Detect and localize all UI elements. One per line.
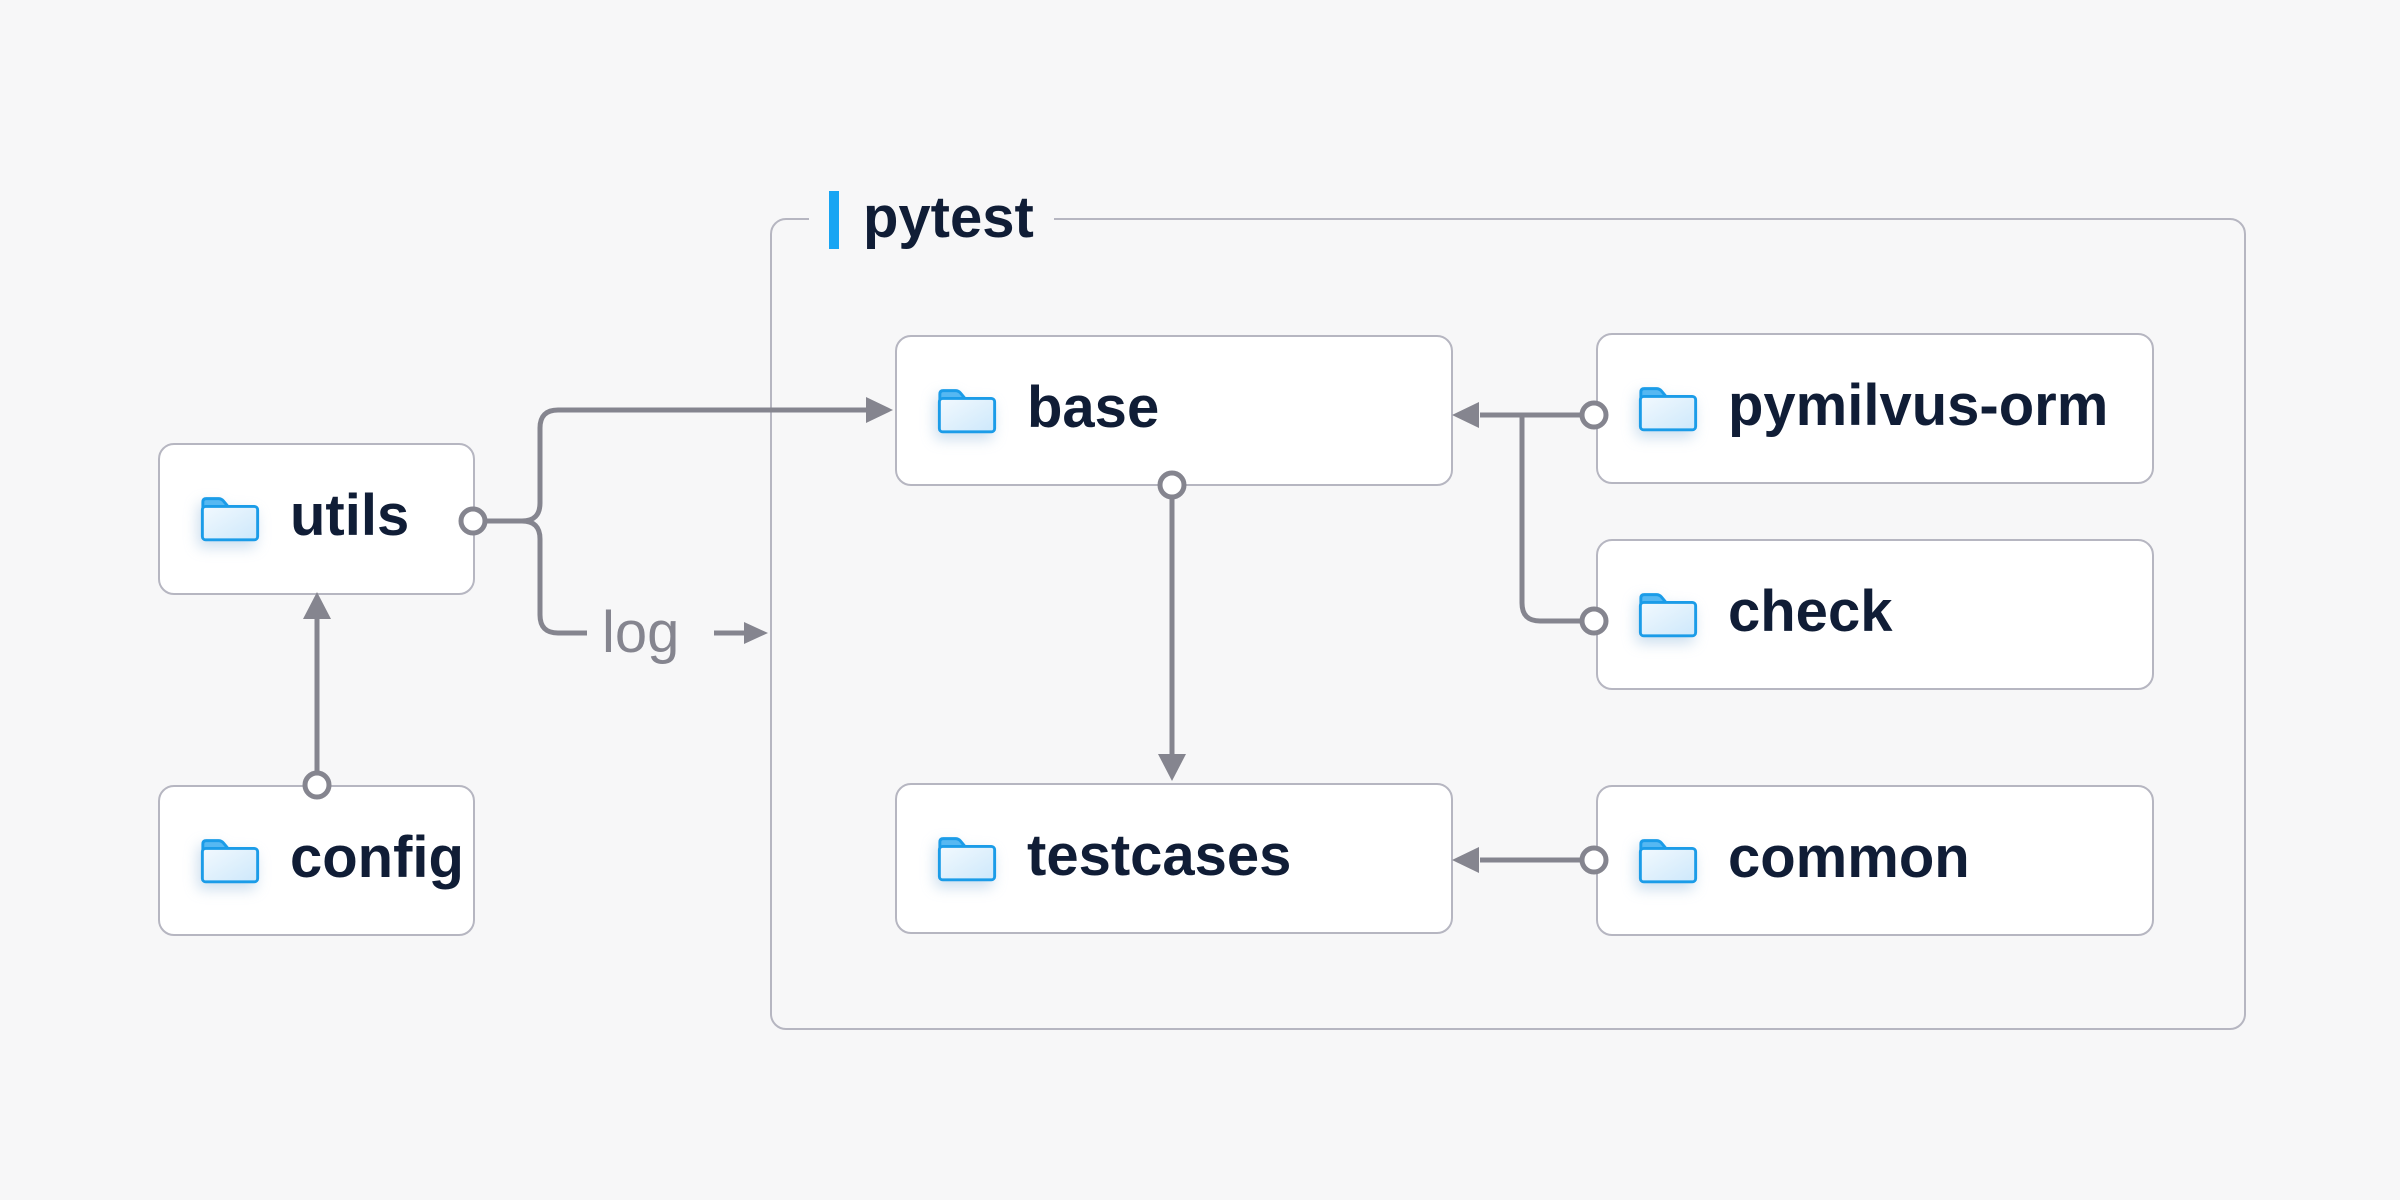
pytest-group-label: pytest <box>809 189 1054 251</box>
node-common: common <box>1596 785 2154 936</box>
arrowhead-right-small <box>744 622 768 644</box>
edge-utils-to-log <box>521 518 587 636</box>
folder-icon <box>1638 592 1698 637</box>
node-label: config <box>290 824 464 890</box>
arrowhead-up <box>303 592 331 619</box>
folder-icon <box>1638 838 1698 883</box>
folder-icon <box>937 388 997 433</box>
node-config: config <box>158 785 475 936</box>
group-title: pytest <box>863 185 1034 250</box>
node-pymilvus-orm: pymilvus-orm <box>1596 333 2154 484</box>
folder-icon <box>200 497 260 542</box>
node-testcases: testcases <box>895 783 1453 934</box>
node-check: check <box>1596 539 2154 690</box>
node-label: utils <box>290 483 410 548</box>
node-utils: utils <box>158 443 475 595</box>
folder-icon <box>200 838 260 883</box>
node-label: testcases <box>1027 822 1292 888</box>
node-label: pymilvus-orm <box>1728 372 2109 438</box>
accent-bar <box>829 191 839 249</box>
edge-label-log: log <box>602 600 680 665</box>
node-label: base <box>1027 374 1160 440</box>
pytest-group-container: pytest <box>770 189 2246 1030</box>
folder-icon <box>937 836 997 881</box>
folder-icon <box>1638 386 1698 431</box>
node-label: check <box>1728 578 1893 644</box>
node-base: base <box>895 335 1453 486</box>
node-label: common <box>1728 824 1970 890</box>
